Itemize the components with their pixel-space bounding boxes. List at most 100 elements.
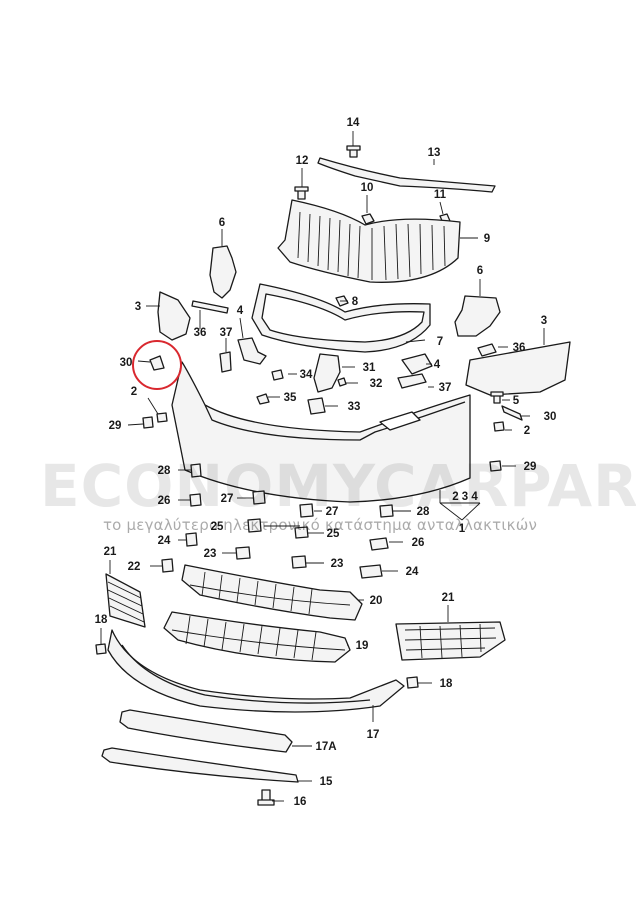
part-6-right-bracket [454, 295, 501, 337]
part-4-right-mount [401, 353, 433, 375]
callout-24-right: 24 [406, 566, 419, 578]
callout-2-left: 2 [131, 386, 137, 398]
part-30-right-strip [501, 405, 523, 421]
callout-22: 22 [128, 561, 141, 573]
part-24-right-clip [359, 564, 383, 579]
callout-36-left: 36 [194, 327, 207, 339]
part-14-clip [346, 145, 361, 158]
callout-7: 7 [437, 336, 443, 348]
callout-3-left: 3 [135, 301, 141, 313]
part-20-upper-absorber [181, 564, 363, 621]
callout-1: 1 [459, 523, 466, 535]
callout-10: 10 [361, 182, 374, 194]
callout-13: 13 [428, 147, 441, 159]
callout-30-left: 30 [120, 357, 133, 369]
callout-19: 19 [356, 640, 369, 652]
part-16-screw [257, 789, 275, 806]
leader-lines [100, 131, 545, 802]
callout-35: 35 [284, 392, 297, 404]
part-7-frame [251, 283, 431, 353]
callout-29-left: 29 [109, 420, 122, 432]
callout-6-left: 6 [219, 217, 225, 229]
callout-4-left: 4 [237, 305, 244, 317]
watermark-brand: ECONOMYCARPARTS.GR [40, 452, 636, 520]
callout-16: 16 [294, 796, 307, 808]
part-24-left-clip [185, 532, 198, 547]
callout-17: 17 [367, 729, 380, 741]
part-2-left-clip [156, 412, 168, 423]
callout-3-right: 3 [541, 315, 547, 327]
callout-27-left: 27 [221, 493, 234, 505]
part-17-lower-spoiler [107, 629, 405, 713]
part-23-right-clip [291, 555, 307, 569]
callout-4-right: 4 [434, 359, 441, 371]
part-29-left-clip [142, 416, 154, 429]
callout-18-left: 18 [95, 614, 108, 626]
part-6-left-bracket [209, 245, 237, 299]
callout-18-right: 18 [440, 678, 453, 690]
part-26-left-clip [189, 493, 202, 507]
callout-26-right: 26 [412, 537, 425, 549]
part-27-left-clip [252, 490, 266, 505]
part-12-screw [294, 186, 309, 200]
callout-5: 5 [513, 395, 520, 407]
callout-21-left: 21 [104, 546, 117, 558]
part-35-clip [256, 393, 270, 405]
callout-28-right: 28 [417, 506, 430, 518]
callout-25-right: 25 [327, 528, 340, 540]
callout-27-right: 27 [326, 506, 339, 518]
callout-14: 14 [347, 117, 360, 129]
callout-25-left: 25 [211, 521, 224, 533]
part-17A-strip [119, 709, 293, 753]
part-9-grille [277, 199, 461, 283]
part-36-right-clip [477, 343, 497, 357]
callout-33: 33 [348, 401, 361, 413]
callout-6-right: 6 [477, 265, 483, 277]
callout-9: 9 [484, 233, 490, 245]
callout-21-right: 21 [442, 592, 455, 604]
callout-24-left: 24 [158, 535, 171, 547]
callout-2-3-4: 2 3 4 [452, 491, 478, 503]
callout-12: 12 [296, 155, 309, 167]
callout-36-right: 36 [513, 342, 526, 354]
part-37-left-bracket [219, 351, 232, 373]
callout-29-right: 29 [524, 461, 537, 473]
part-25-left-clip [247, 518, 262, 533]
part-18-right-clip [406, 676, 419, 689]
part-22-clip [161, 558, 174, 573]
callout-31: 31 [363, 362, 376, 374]
callout-34: 34 [300, 369, 313, 381]
watermark-tagline: το μεγαλύτερο ηλεκτρονικό κατάστημα αντα… [102, 516, 538, 534]
callout-8: 8 [352, 296, 359, 308]
part-2-right-clip [493, 421, 505, 432]
part-28-left-clip [190, 463, 202, 478]
part-25-right-clip [294, 526, 309, 539]
part-15-strip [101, 747, 299, 783]
part-3-right-bracket [465, 341, 571, 396]
part-21-left-insert [105, 573, 146, 628]
callout-2-right: 2 [524, 425, 530, 437]
callout-20: 20 [370, 595, 383, 607]
callout-37-left: 37 [220, 327, 233, 339]
part-36-left-strip [191, 300, 229, 314]
highlight-circle [132, 340, 182, 390]
part-28-right-clip [379, 504, 394, 518]
part-30-left-clip [149, 355, 165, 371]
part-27-right-clip [299, 503, 314, 518]
callout-32: 32 [370, 378, 383, 390]
part-37-right-bracket [397, 373, 427, 389]
callout-23-left: 23 [204, 548, 217, 560]
part-18-left-clip [95, 643, 107, 655]
callout-28-left: 28 [158, 465, 171, 477]
part-1-bumper-cover [171, 361, 471, 503]
part-3-left-bracket [157, 291, 191, 341]
part-10-clip [361, 213, 375, 225]
callout-37-right: 37 [439, 382, 452, 394]
part-33-cover [307, 397, 326, 415]
part-26-right-clip [369, 537, 389, 551]
part-21-right-insert [395, 621, 506, 661]
part-23-left-clip [235, 546, 251, 560]
part-34-clip [271, 369, 284, 381]
